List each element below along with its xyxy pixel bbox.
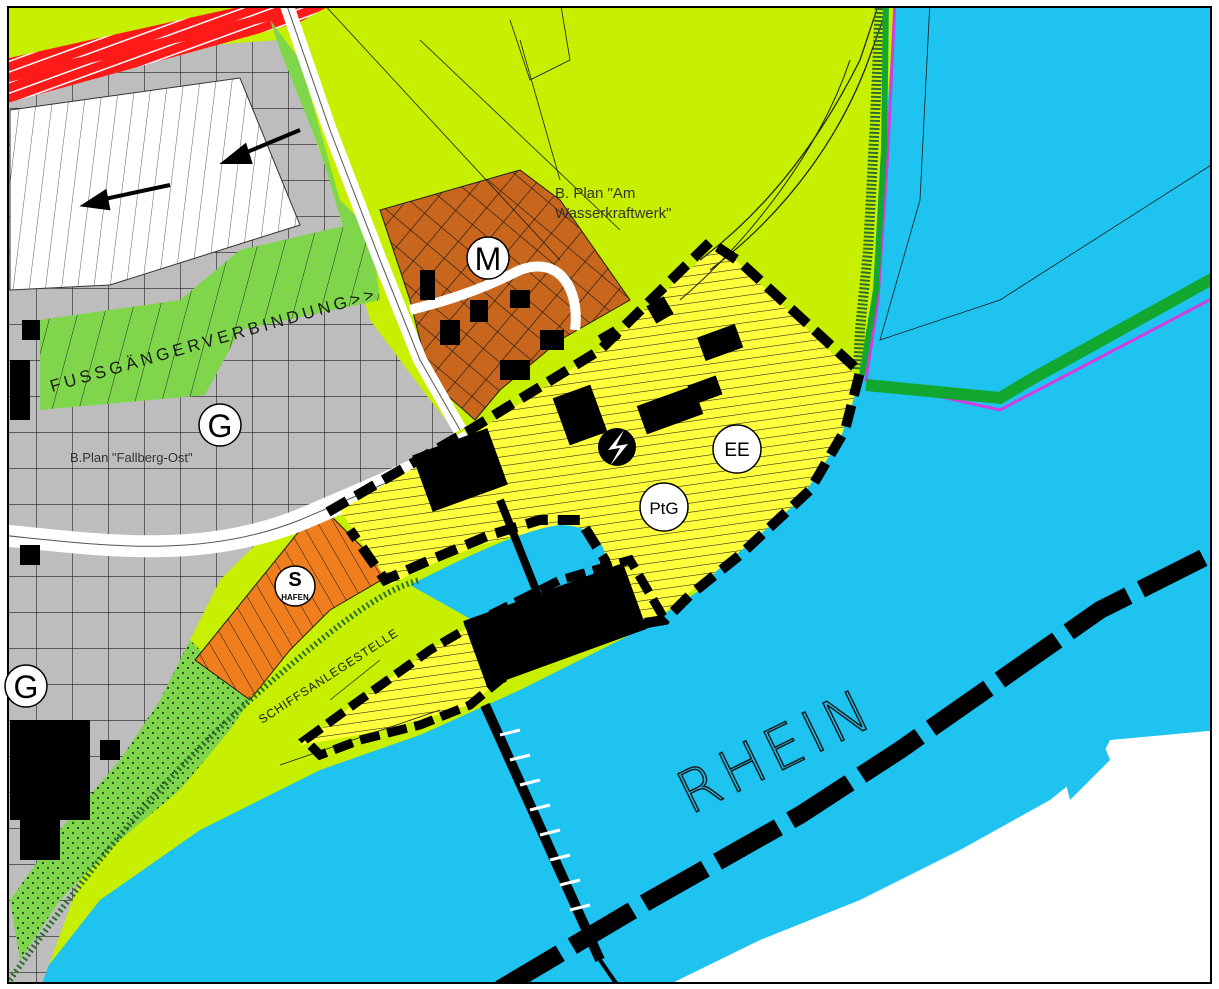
zone-g-top-marker: G xyxy=(198,403,242,447)
zone-ee-label: EE xyxy=(724,440,749,461)
railway-band xyxy=(8,7,328,103)
harbor-marker: S HAFEN xyxy=(274,565,316,607)
pier xyxy=(480,702,605,963)
harbor-text-label: HAFEN xyxy=(281,593,309,602)
dam-green xyxy=(865,272,1211,405)
zone-ptg-label: PtG xyxy=(649,499,678,518)
harbor-basin xyxy=(410,525,606,630)
zone-ee-marker: EE xyxy=(712,424,762,474)
zone-g-bottom-label: G xyxy=(14,669,39,705)
plan-fallberg-label: B.Plan "Fallberg-Ost" xyxy=(70,450,193,465)
power-plant-icon xyxy=(598,428,636,466)
plan-wasserkraftwerk-line1: B. Plan "Am xyxy=(555,185,635,202)
site-boundary-mainland xyxy=(325,235,866,631)
zone-m-marker: M xyxy=(466,236,510,280)
shore-green-strip xyxy=(10,640,250,960)
hatched-reserve-area xyxy=(9,77,301,291)
arrow-icons xyxy=(79,128,301,211)
boundary-magenta xyxy=(864,7,1211,412)
plan-wasserkraftwerk-line2: Wasserkraftwerk" xyxy=(555,205,671,222)
zone-g-bottom-marker: G xyxy=(4,664,48,708)
site-boundary-peninsula xyxy=(298,554,673,761)
zone-ptg-marker: PtG xyxy=(639,482,689,532)
opposite-bank-area xyxy=(672,730,1211,983)
harbor-s-label: S xyxy=(288,569,301,591)
river-border-dashed xyxy=(495,543,1211,983)
zone-m-label: M xyxy=(475,241,502,277)
footpath-green-area xyxy=(40,220,380,410)
map-frame xyxy=(7,6,1212,984)
zone-g-top-label: G xyxy=(208,408,233,444)
